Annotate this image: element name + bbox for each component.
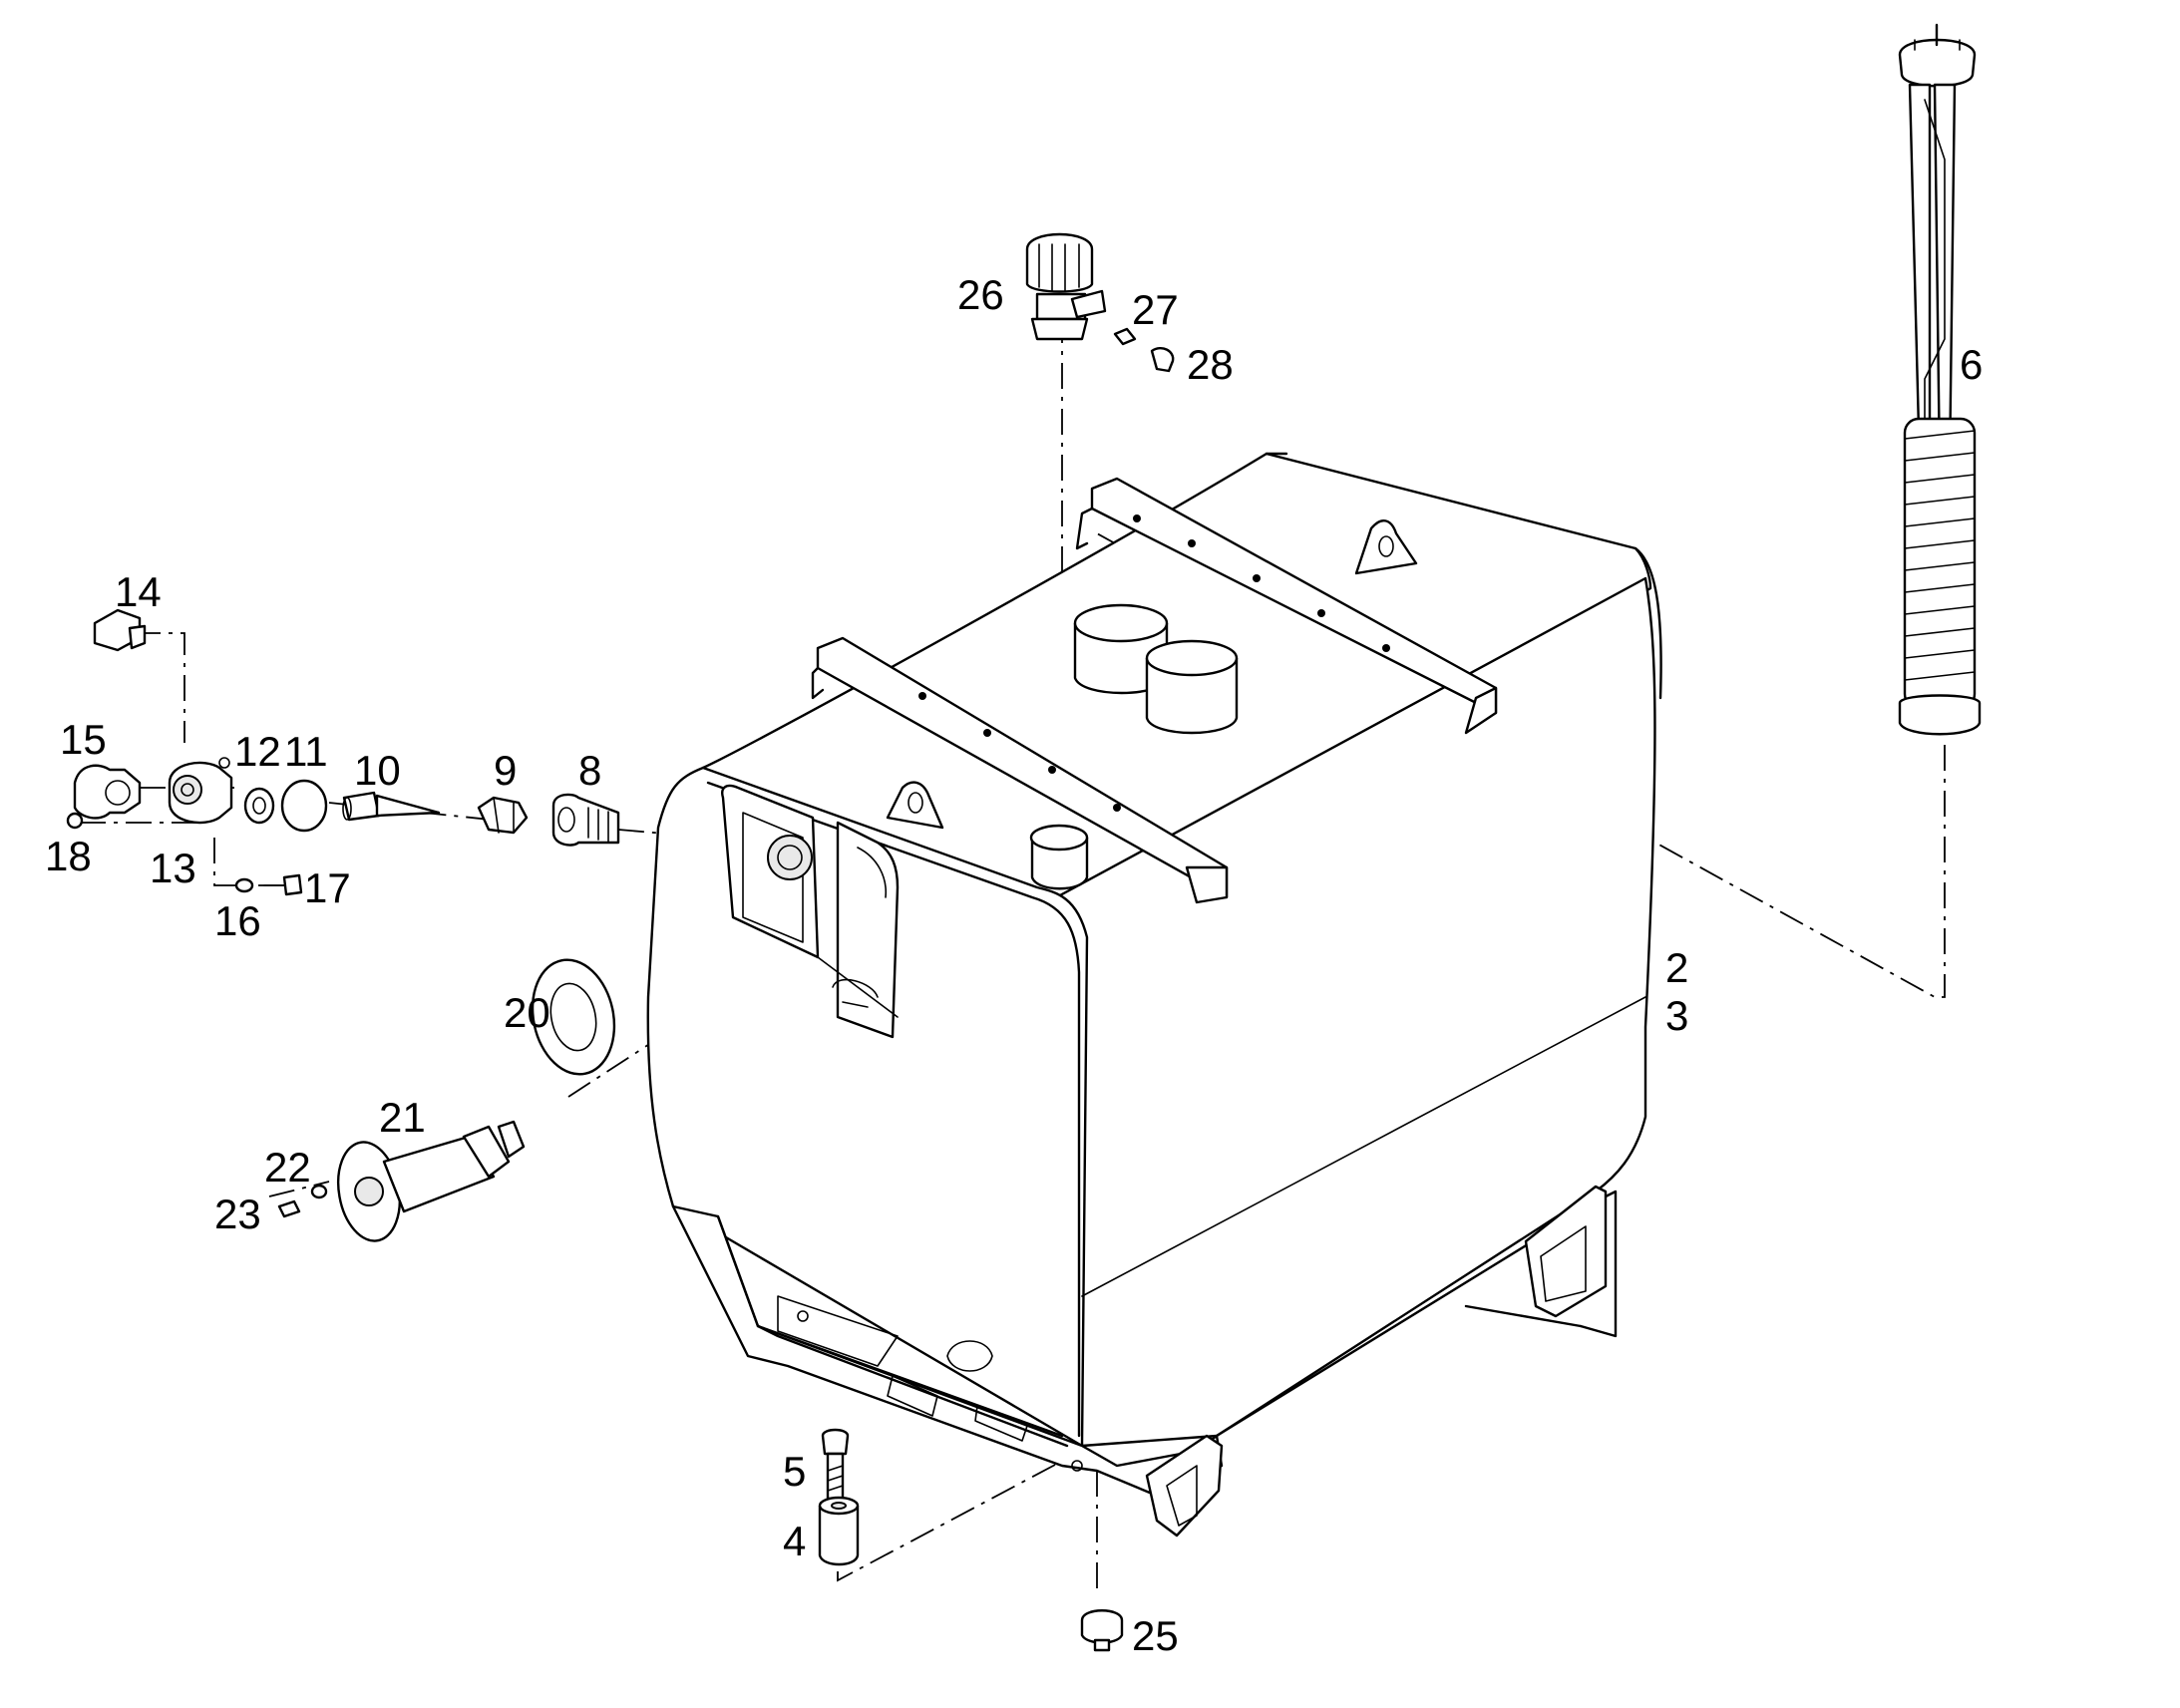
callout-11: 11 — [284, 728, 328, 775]
callout-18: 18 — [45, 833, 92, 879]
callout-23: 23 — [214, 1191, 261, 1237]
washer-icon — [310, 1184, 328, 1199]
filler-neck-icon — [168, 757, 233, 825]
callout-5: 5 — [783, 1448, 806, 1495]
suction-pipe-icon — [337, 1120, 526, 1242]
callout-21: 21 — [379, 1094, 426, 1141]
cap-icon — [73, 764, 142, 820]
drain-plug-icon — [1080, 1609, 1124, 1652]
callout-25: 25 — [1132, 1612, 1179, 1659]
washer-icon — [234, 877, 254, 893]
callout-20: 20 — [504, 989, 550, 1036]
callout-22: 22 — [264, 1144, 311, 1191]
bolt-icon — [821, 1428, 850, 1501]
callout-28: 28 — [1187, 341, 1234, 388]
gasket-icon — [531, 958, 616, 1076]
callout-2: 2 — [1665, 944, 1688, 991]
callout-17: 17 — [304, 864, 351, 911]
connector-icon — [1113, 327, 1137, 346]
elbow-fitting-icon — [1150, 347, 1175, 373]
callout-15: 15 — [60, 716, 107, 763]
tank-icon — [646, 452, 1662, 1537]
callout-10: 10 — [354, 747, 401, 794]
fitting-icon — [551, 793, 620, 847]
filter-strainer-icon — [342, 791, 441, 822]
callout-6: 6 — [1960, 341, 1983, 388]
callout-labels: 2 3 4 5 6 8 9 10 11 12 13 14 15 16 17 18… — [45, 271, 1983, 1659]
breather-icon — [1025, 232, 1107, 341]
callout-9: 9 — [494, 747, 517, 794]
rail-holes — [918, 514, 1390, 812]
nut-icon — [477, 796, 529, 835]
nut-icon — [66, 812, 84, 830]
spacer-bushing-icon — [818, 1496, 860, 1566]
callout-3: 3 — [1665, 992, 1688, 1039]
washer-icon — [243, 787, 275, 825]
callout-14: 14 — [115, 568, 162, 615]
callout-16: 16 — [214, 897, 261, 944]
level-sensor-icon — [1898, 23, 1982, 736]
callout-4: 4 — [783, 1518, 806, 1564]
screw-icon — [277, 1199, 301, 1218]
callout-12: 12 — [234, 728, 281, 775]
plug-icon — [93, 608, 147, 652]
screw-icon — [263, 873, 303, 896]
callout-8: 8 — [578, 747, 601, 794]
coil-icon — [1903, 417, 1977, 710]
o-ring-icon — [280, 779, 328, 833]
callout-13: 13 — [150, 845, 196, 891]
callout-26: 26 — [957, 271, 1004, 318]
callout-27: 27 — [1132, 286, 1179, 333]
